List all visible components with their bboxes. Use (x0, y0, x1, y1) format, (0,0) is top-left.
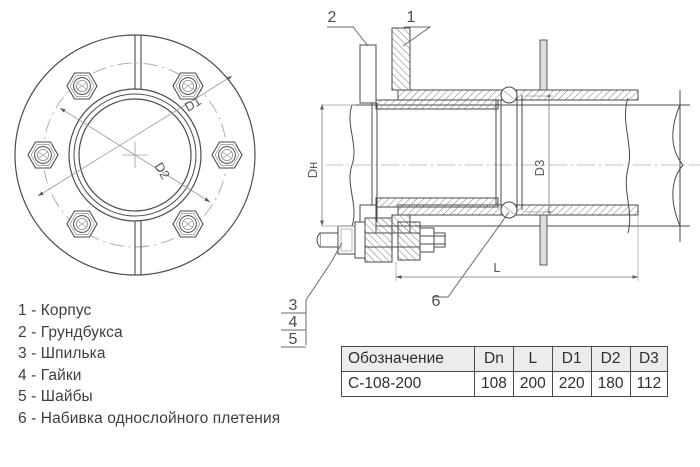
callout-6-label: 6 (432, 293, 441, 310)
dn-label: Dн (305, 162, 320, 179)
d2-label: D2 (151, 160, 173, 182)
pipe-break-lens (672, 104, 684, 227)
pipe-break-left (349, 104, 355, 227)
cell-dn: 108 (474, 371, 514, 397)
hex-nut (66, 210, 98, 238)
l-label: L (493, 260, 500, 275)
housing-wall-bottom (397, 204, 639, 216)
legend-item-5: 5 - Шайбы (18, 388, 93, 406)
stud-flange-block-right (397, 221, 421, 261)
gland-bush-sleeve-top (375, 99, 499, 110)
gland-bush-sleeve-bottom (375, 197, 499, 208)
housing-flange-plate-top (391, 27, 411, 91)
callout-5-label: 5 (289, 331, 298, 348)
stud-washer-left (354, 221, 366, 259)
packing-ring-bottom-mark (503, 205, 515, 215)
specification-table: Обозначение Dn L D1 D2 D3 С-108-200 108 … (341, 346, 669, 397)
parts-legend: 1 - Корпус 2 - Грундбукса 3 - Шпилька 4 … (18, 300, 328, 430)
header-dn: Dn (474, 346, 514, 372)
cell-l: 200 (512, 371, 553, 397)
legend-item-1: 1 - Корпус (18, 302, 92, 319)
housing-rib-bottom (539, 214, 548, 266)
stud-nut-left (337, 225, 356, 255)
header-d2: D2 (590, 346, 631, 372)
table-header-row: Обозначение Dn L D1 D2 D3 (341, 346, 669, 372)
callout-3-label: 3 (289, 297, 298, 314)
legend-item-2: 2 - Грундбукса (18, 323, 123, 341)
d1-label: D1 (182, 93, 204, 114)
housing-wall-top (397, 89, 639, 101)
longitudinal-section-view (281, 26, 700, 348)
stud-nut-left-inner (340, 228, 353, 252)
housing-rib-top (539, 39, 548, 91)
callout-3-pointer (329, 242, 343, 265)
callout-4-label: 4 (289, 314, 298, 331)
packing-ring-top-mark (503, 90, 515, 100)
header-d3: D3 (629, 346, 669, 372)
callout-1-leader (402, 26, 432, 47)
callout-2-label: 2 (328, 9, 337, 26)
stud-end-round (316, 232, 321, 248)
cell-d2: 180 (590, 371, 631, 397)
header-d1: D1 (551, 346, 592, 372)
legend-item-3: 3 - Шпилька (18, 345, 106, 363)
callout-2-leader (327, 26, 369, 47)
d2-dimension-line (37, 75, 233, 197)
flange-front-view (14, 34, 256, 276)
legend-item-6: 6 - Набивка однослойного плетения (18, 409, 281, 427)
header-designation: Обозначение (341, 346, 475, 372)
cell-d3: 112 (629, 371, 669, 397)
table-row: С-108-200 108 200 220 180 112 (341, 371, 669, 397)
header-l: L (512, 346, 553, 372)
gland-bush-plate-top (359, 44, 377, 104)
stud-nut-right (419, 227, 435, 253)
cell-designation: С-108-200 (341, 371, 475, 397)
callout-1-label: 1 (407, 9, 416, 26)
callout-345-diagonal (305, 263, 331, 301)
stud-flange-block-left (364, 217, 393, 263)
legend-item-4: 4 - Гайки (18, 366, 82, 384)
hex-nut (172, 210, 204, 238)
callout-6-leader (432, 211, 510, 298)
cell-d1: 220 (551, 371, 592, 397)
d3-label: D3 (532, 160, 547, 177)
